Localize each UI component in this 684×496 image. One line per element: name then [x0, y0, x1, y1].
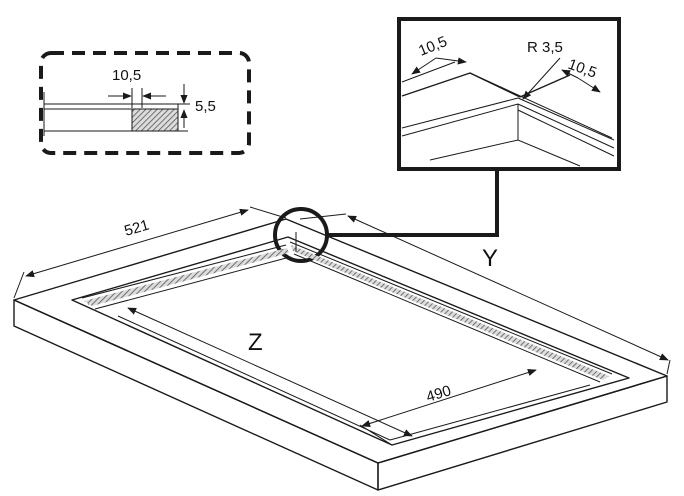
dim-y-line	[347, 215, 669, 361]
section-detail: 10,5 5,5	[39, 51, 251, 155]
corner-groove-right-3	[517, 109, 615, 157]
corner-radius-leader	[522, 57, 561, 100]
corner-left-dim-arrow-b	[435, 57, 467, 65]
dim-521-ext-left	[13, 271, 25, 299]
section-detail-frame	[39, 51, 251, 155]
corner-detail-frame	[397, 17, 621, 171]
corner-right-dim-arrow-b	[577, 77, 601, 93]
section-depth-label: 5,5	[195, 98, 216, 115]
main-dimensions: 521 Y Z 490	[13, 206, 671, 446]
tray-front-left-face	[13, 299, 379, 491]
dim-z-line	[127, 307, 413, 437]
corner-groove-left-2	[401, 103, 519, 137]
dim-y-ext-bottom	[666, 359, 671, 375]
tray-groove-left-c	[94, 256, 291, 310]
detail-leader	[327, 169, 499, 237]
dim-y-ext-top	[299, 213, 347, 220]
tray-groove-hatch-left	[84, 248, 289, 306]
section-width-label: 10,5	[112, 67, 141, 84]
tray-front-right-face	[377, 375, 668, 491]
dim-521-ext-right	[249, 206, 287, 219]
corner-groove-right-1	[517, 97, 615, 141]
tray-floor-edge-front	[389, 384, 591, 441]
tray-groove-right-c	[293, 253, 601, 383]
dim-490-ext-left	[359, 424, 393, 446]
section-hatched-groove	[131, 108, 179, 132]
tray-inner-rim	[71, 236, 630, 446]
corner-groove-left-1	[401, 97, 519, 129]
dim-490-label: 490	[424, 382, 453, 406]
corner-inner-bottom	[429, 139, 581, 167]
dim-521-label: 521	[122, 217, 151, 240]
tray-groove-left-a	[81, 244, 287, 299]
dim-490-line	[361, 369, 537, 427]
corner-groove-right-2	[517, 103, 615, 149]
axis-z-label: Z	[248, 329, 263, 356]
tray-outer-rim	[13, 218, 668, 464]
dim-521-line	[25, 208, 249, 278]
corner-outer-top-left	[401, 61, 456, 83]
detail-callout	[273, 169, 499, 263]
corner-left-dim-arrow-a	[411, 57, 437, 75]
corner-right-dim-arrow-a	[561, 69, 579, 79]
tray-groove-right-a	[289, 241, 613, 375]
corner-radius-label: R 3,5	[527, 39, 563, 56]
axis-y-label: Y	[482, 245, 498, 272]
corner-detail: 10,5 R 3,5 10,5	[397, 17, 621, 171]
tray	[13, 218, 668, 491]
corner-outer-top-right	[469, 72, 613, 139]
